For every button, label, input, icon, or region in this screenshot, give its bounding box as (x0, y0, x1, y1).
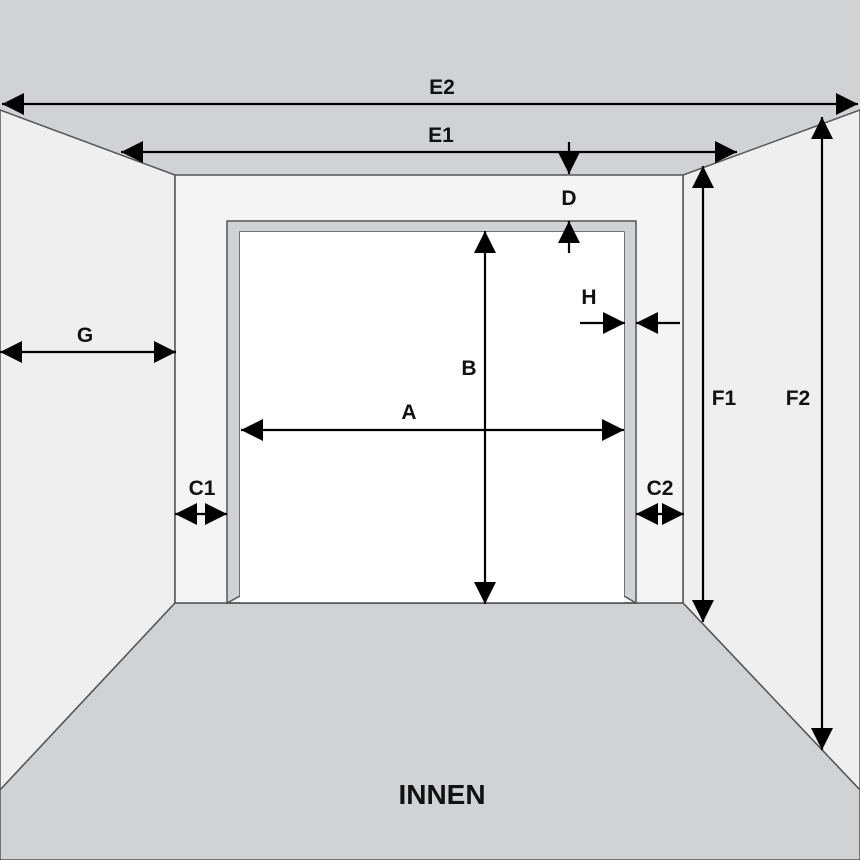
label-d: D (561, 187, 576, 210)
label-e1: E1 (428, 124, 454, 147)
label-g: G (77, 324, 93, 347)
label-a: A (401, 401, 416, 424)
label-c2: C2 (647, 477, 674, 500)
ceiling (0, 0, 860, 175)
door-opening (240, 232, 624, 603)
label-h: H (581, 286, 596, 309)
floor-caption: INNEN (398, 779, 485, 810)
label-f1: F1 (712, 387, 737, 410)
label-f2: F2 (786, 387, 811, 410)
label-e2: E2 (429, 76, 455, 99)
label-b: B (461, 357, 476, 380)
label-c1: C1 (189, 477, 216, 500)
